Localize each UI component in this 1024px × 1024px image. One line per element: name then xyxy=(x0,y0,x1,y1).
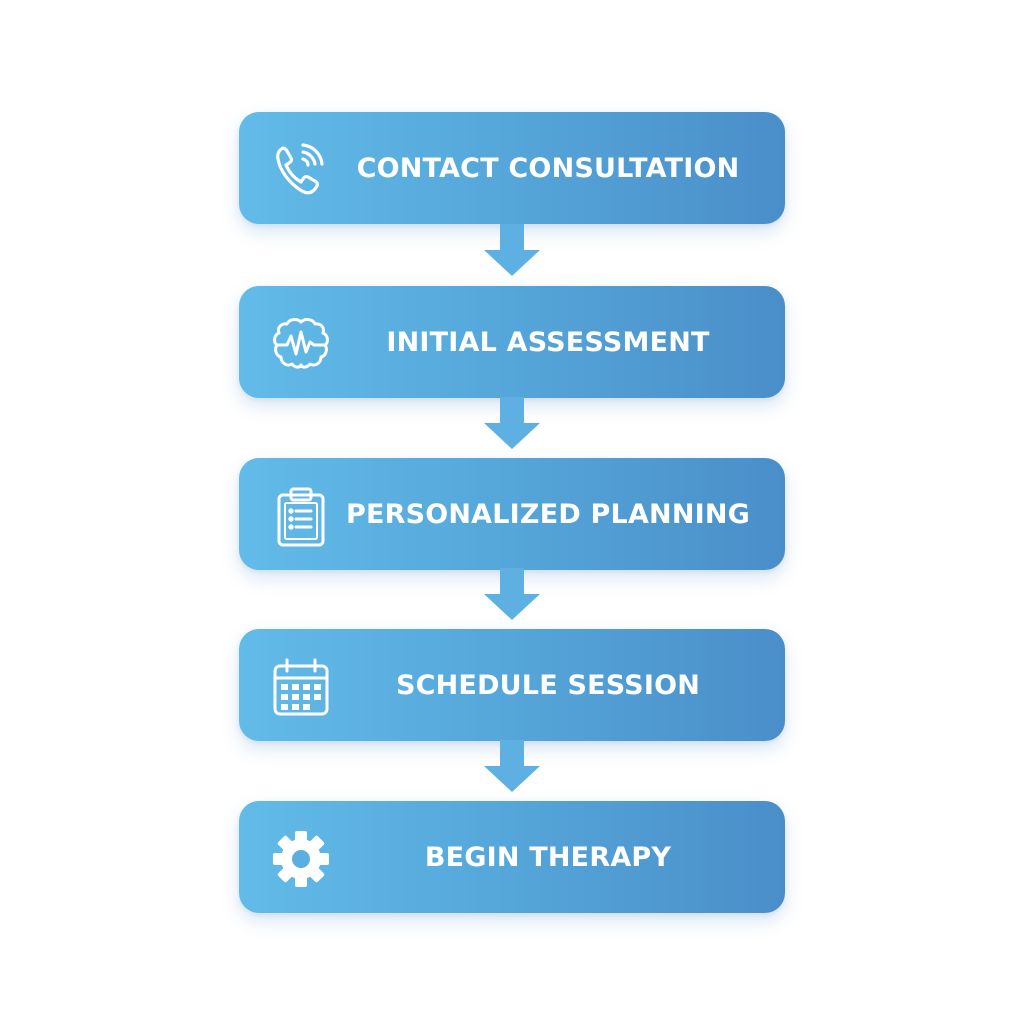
step-label: CONTACT CONSULTATION xyxy=(356,152,740,184)
step-label: SCHEDULE SESSION xyxy=(395,669,701,701)
down-arrow-icon xyxy=(482,740,542,796)
down-arrow-icon xyxy=(482,568,542,624)
step-label: PERSONALIZED PLANNING xyxy=(345,498,751,530)
step-contact-consultation: CONTACT CONSULTATION xyxy=(239,112,785,224)
step-initial-assessment: INITIAL ASSESSMENT xyxy=(239,286,785,398)
step-schedule-session: SCHEDULE SESSION xyxy=(239,629,785,741)
step-begin-therapy: BEGIN THERAPY xyxy=(239,801,785,913)
brain-wave-icon xyxy=(269,312,333,376)
calendar-icon xyxy=(269,655,333,719)
down-arrow-icon xyxy=(482,397,542,453)
step-label: INITIAL ASSESSMENT xyxy=(386,326,710,358)
step-personalized-planning: PERSONALIZED PLANNING xyxy=(239,458,785,570)
down-arrow-icon xyxy=(482,224,542,280)
clipboard-checklist-icon xyxy=(269,484,333,548)
gear-icon xyxy=(269,827,333,891)
phone-call-icon xyxy=(269,138,333,202)
step-label: BEGIN THERAPY xyxy=(424,841,672,873)
